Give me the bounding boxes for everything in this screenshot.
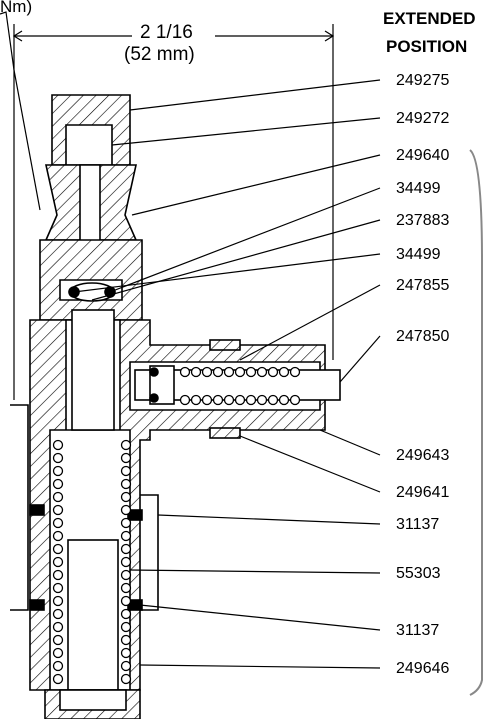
spring-coil <box>234 394 246 406</box>
callout-part-number: 249643 <box>396 447 450 464</box>
callout-part-number: 247850 <box>396 328 450 345</box>
spring-coil <box>267 366 279 378</box>
spring-coil <box>245 366 257 378</box>
callout-part-number: 237883 <box>396 212 450 229</box>
page-edge-curl <box>469 149 483 696</box>
spring-coil <box>52 530 64 542</box>
dimension-metric: (52 mm) <box>124 44 195 65</box>
spring-coil <box>289 394 301 406</box>
spring-coil <box>120 569 132 581</box>
spring-coil <box>120 491 132 503</box>
spring-coil <box>52 452 64 464</box>
spring-coil <box>120 504 132 516</box>
spring-coil <box>120 608 132 620</box>
spring-coil <box>52 660 64 672</box>
spring-coil <box>190 366 202 378</box>
spring-coil <box>212 394 224 406</box>
spring-coil <box>52 439 64 451</box>
spring-coil <box>201 394 213 406</box>
spring-coils <box>52 366 301 685</box>
spring-coil <box>52 556 64 568</box>
spring-coil <box>52 621 64 633</box>
spring-coil <box>120 556 132 568</box>
top-left-fragment: Nm) <box>0 0 33 16</box>
spring-coil <box>201 366 213 378</box>
spring-coil <box>234 366 246 378</box>
spring-coil <box>278 366 290 378</box>
spring-coil <box>52 491 64 503</box>
spring-coil <box>52 465 64 477</box>
spring-coil <box>52 504 64 516</box>
spring-coil <box>52 543 64 555</box>
callout-part-number: 31137 <box>396 622 440 639</box>
callout-part-number: 249646 <box>396 660 450 677</box>
spring-coil <box>245 394 257 406</box>
callout-part-number: 34499 <box>396 180 441 197</box>
spring-coil <box>212 366 224 378</box>
callout-leaders <box>73 79 381 669</box>
spring-coil <box>278 394 290 406</box>
spring-coil <box>52 647 64 659</box>
spring-coil <box>52 517 64 529</box>
spring-coil <box>120 673 132 685</box>
callout-part-number: 31137 <box>396 516 440 533</box>
callout-part-number: 249275 <box>396 72 450 89</box>
spring-coil <box>52 608 64 620</box>
spring-coil <box>52 569 64 581</box>
spring-coil <box>120 621 132 633</box>
spring-coil <box>120 582 132 594</box>
callout-part-number: 55303 <box>396 565 441 582</box>
spring-coil <box>256 394 268 406</box>
spring-coil <box>256 366 268 378</box>
spring-coil <box>120 465 132 477</box>
spring-coil <box>120 530 132 542</box>
spring-coil <box>120 452 132 464</box>
spring-coil <box>120 517 132 529</box>
spring-coil <box>223 366 235 378</box>
callout-part-number: 249272 <box>396 110 450 127</box>
callout-part-number: 249640 <box>396 147 450 164</box>
spring-coil <box>120 595 132 607</box>
spring-coil <box>179 366 191 378</box>
spring-coil <box>120 439 132 451</box>
callout-part-number: 34499 <box>396 246 441 263</box>
spring-coil <box>52 595 64 607</box>
position-label-line1: EXTENDED <box>383 9 476 28</box>
position-label-line2: POSITION <box>386 37 468 56</box>
spring-coil <box>179 394 191 406</box>
spring-coil <box>52 673 64 685</box>
dimension-indicator <box>0 11 335 400</box>
spring-coil <box>190 394 202 406</box>
callout-part-number: 247855 <box>396 277 450 294</box>
spring-coil <box>120 634 132 646</box>
spring-coil <box>52 582 64 594</box>
spring-coil <box>120 478 132 490</box>
spring-coil <box>120 660 132 672</box>
spring-coil <box>52 478 64 490</box>
callout-part-number: 249641 <box>396 484 450 501</box>
spring-coil <box>52 634 64 646</box>
spring-coil <box>289 366 301 378</box>
spring-coil <box>267 394 279 406</box>
spring-coil <box>120 647 132 659</box>
spring-coil <box>223 394 235 406</box>
dimension-value: 2 1/16 <box>140 22 193 43</box>
spring-coil <box>120 543 132 555</box>
